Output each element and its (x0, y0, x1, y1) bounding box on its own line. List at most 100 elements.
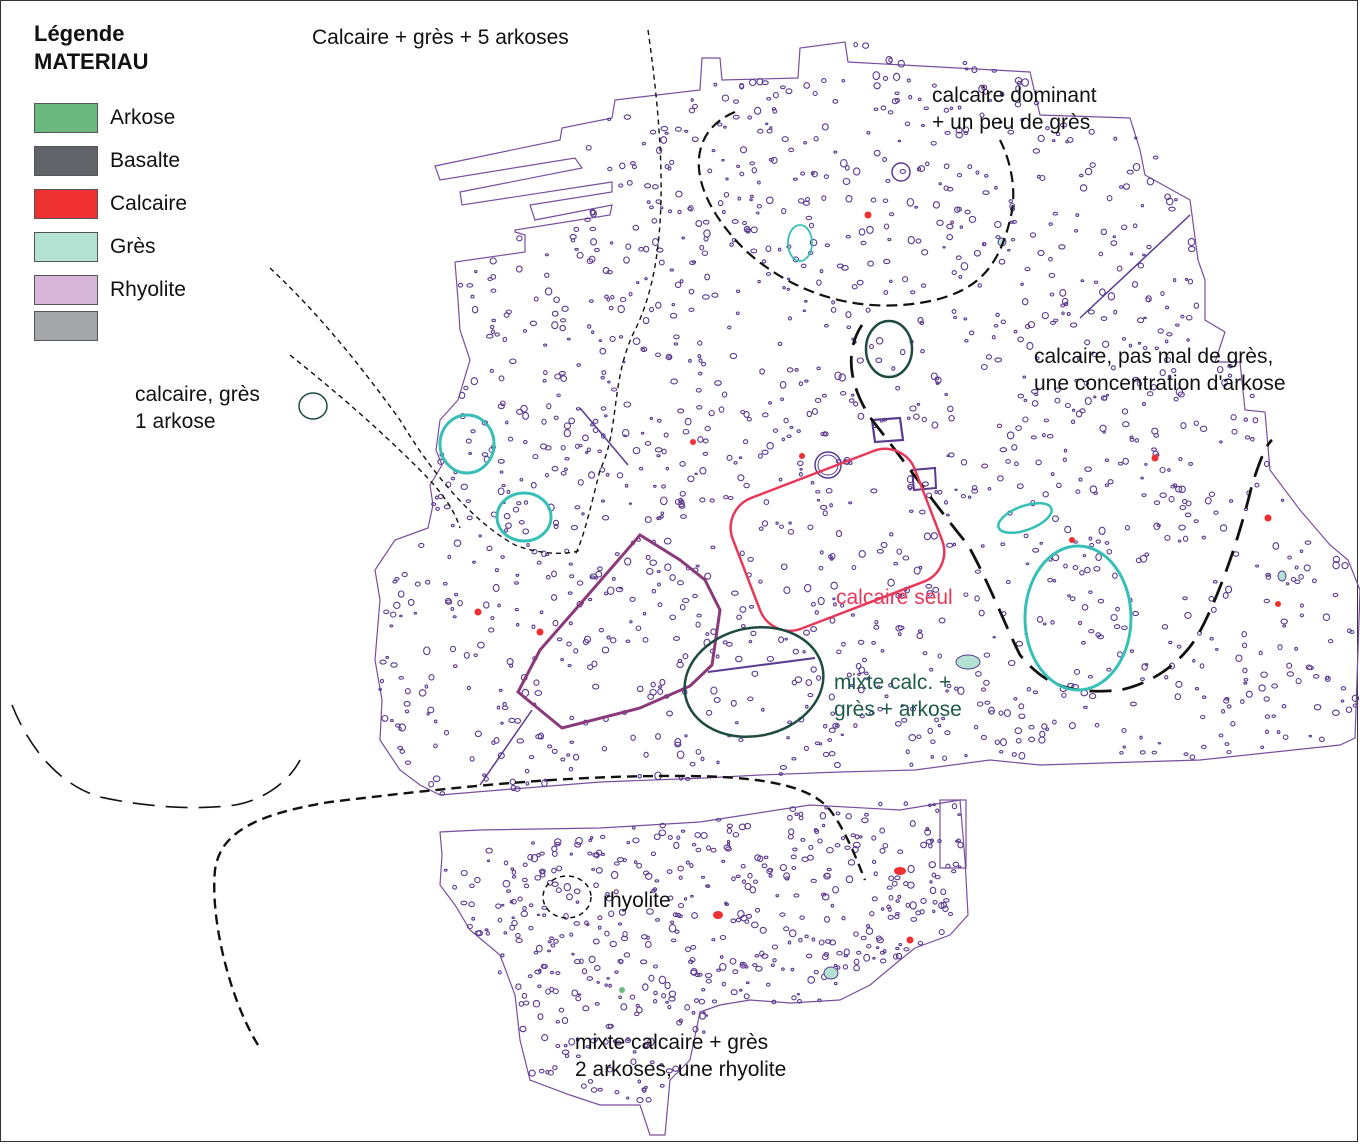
feature-dot (697, 340, 703, 346)
feature-dot (654, 879, 660, 883)
feature-dot (581, 512, 585, 516)
feature-dot (816, 366, 821, 371)
feature-dot (1051, 139, 1056, 143)
feature-dot (1110, 240, 1118, 246)
feature-dot (736, 614, 742, 620)
feature-dot (845, 311, 852, 319)
feature-dot (1200, 714, 1206, 720)
feature-dot (1118, 185, 1124, 189)
feature-dot (1177, 539, 1182, 543)
feature-dot (788, 929, 797, 938)
feature-dot (661, 448, 667, 455)
feature-dot (576, 600, 583, 608)
feature-dot (470, 429, 476, 434)
feature-dot (694, 472, 698, 476)
dashed-boundary (289, 354, 461, 529)
feature-dot (568, 417, 576, 425)
feature-dot (488, 627, 495, 633)
feature-dot (503, 860, 509, 866)
feature-dot (682, 428, 690, 435)
feature-dot (632, 446, 641, 455)
feature-dot (425, 579, 431, 585)
feature-dot (1171, 367, 1177, 374)
feature-dot (540, 872, 546, 878)
feature-dot (962, 126, 970, 133)
feature-dot (677, 865, 684, 872)
feature-dot (1032, 690, 1039, 695)
feature-dot (611, 387, 618, 392)
feature-dot (908, 734, 917, 742)
feature-dot (815, 489, 821, 494)
feature-dot (788, 521, 792, 525)
feature-dot (934, 717, 940, 723)
feature-dot (473, 653, 478, 658)
feature-dot (853, 958, 860, 965)
feature-dot (808, 844, 814, 851)
feature-dot (575, 1037, 580, 1042)
feature-dot (600, 406, 607, 411)
feature-dot (925, 827, 930, 832)
feature-dot (802, 649, 806, 654)
feature-dot (828, 727, 836, 734)
feature-dot (840, 733, 845, 737)
feature-dot (857, 686, 865, 694)
feature-dot (692, 103, 698, 110)
feature-dot (1020, 282, 1024, 286)
feature-dot (383, 609, 390, 615)
feature-dot (1072, 565, 1079, 571)
feature-dot (814, 397, 822, 403)
feature-dot (595, 570, 603, 578)
feature-dot (711, 937, 716, 942)
feature-dot (888, 894, 894, 901)
feature-dot (1050, 320, 1056, 325)
feature-dot (1129, 649, 1135, 653)
feature-dot (1189, 754, 1196, 760)
feature-dot (606, 1066, 614, 1073)
feature-dot (617, 922, 623, 926)
feature-dot (929, 886, 937, 895)
feature-dot (731, 590, 739, 596)
feature-dot (793, 893, 800, 898)
feature-dot (787, 316, 793, 321)
feature-dot (589, 575, 596, 580)
feature-dot (695, 847, 702, 853)
feature-dot (994, 220, 1002, 229)
feature-dot (601, 745, 608, 752)
feature-dot (730, 699, 737, 707)
feature-dot (684, 776, 691, 781)
feature-dot (497, 752, 505, 760)
feature-dot (569, 852, 573, 856)
feature-dot (1059, 289, 1067, 297)
feature-dot (450, 476, 456, 481)
feature-dot (489, 257, 497, 265)
feature-dot (525, 781, 530, 786)
feature-dot (723, 191, 730, 198)
feature-dot (1168, 495, 1175, 503)
feature-dot (551, 748, 558, 754)
feature-dot (929, 880, 933, 884)
feature-dot (567, 591, 573, 595)
feature-dot (659, 1063, 664, 1067)
feature-dot (921, 416, 927, 423)
feature-dot (696, 405, 703, 410)
feature-dot (971, 66, 978, 74)
zone-ellipses (298, 224, 1133, 919)
feature-dot (735, 289, 741, 294)
feature-dot (1088, 128, 1095, 135)
feature-dot (702, 438, 709, 444)
feature-dot (998, 258, 1006, 265)
feature-dot (1157, 741, 1162, 745)
feature-dot (1060, 303, 1066, 308)
feature-dot (872, 71, 881, 81)
feature-dot (754, 907, 761, 913)
feature-dot (549, 936, 555, 941)
feature-dot (553, 523, 559, 530)
feature-dot (1112, 572, 1118, 579)
feature-dot (1227, 373, 1233, 378)
feature-dot (587, 851, 593, 856)
feature-dot (572, 753, 580, 761)
feature-dot (1062, 457, 1067, 463)
feature-dot (1208, 491, 1216, 498)
feature-dot (743, 482, 750, 489)
feature-dot (527, 854, 534, 861)
